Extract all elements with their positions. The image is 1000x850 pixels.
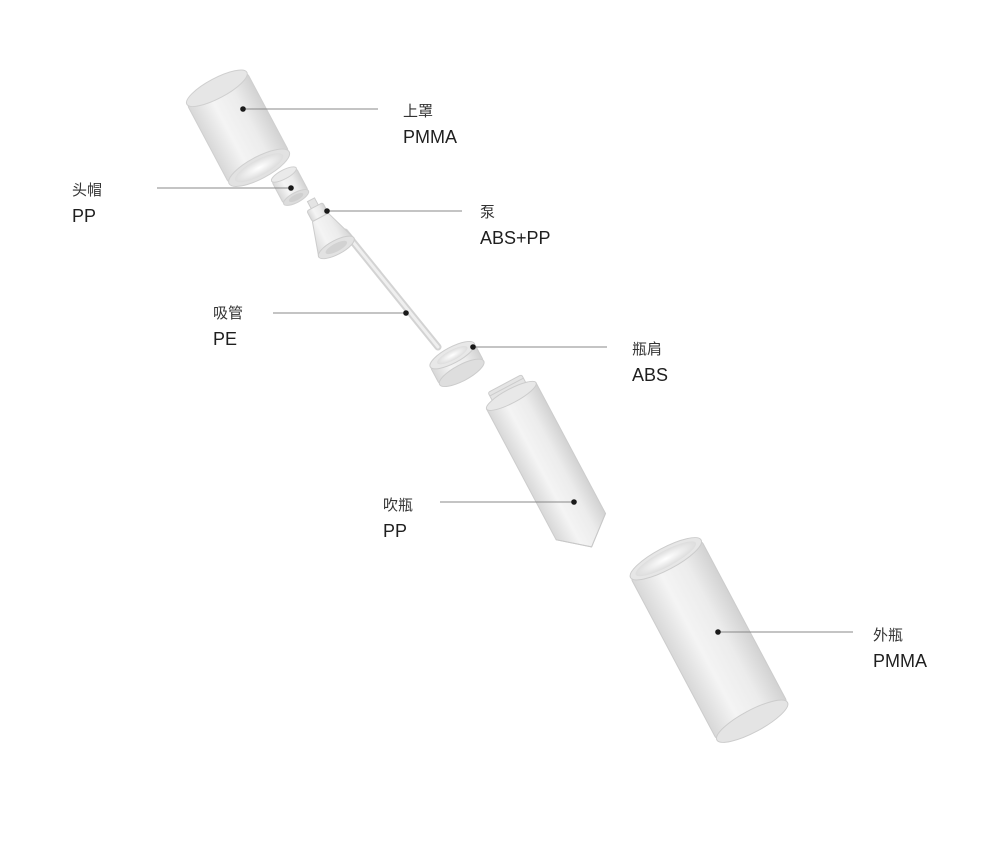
leader-dot-top-cap	[240, 106, 246, 112]
dip-tube-part	[341, 228, 442, 351]
label-pump: 泵 ABS+PP	[480, 203, 551, 248]
component-material: PMMA	[403, 127, 457, 147]
pump-part	[306, 197, 355, 260]
component-name: 头帽	[72, 181, 103, 199]
leader-dot-pump	[324, 208, 330, 214]
component-material: PP	[383, 521, 408, 541]
component-name: 瓶肩	[632, 340, 663, 358]
component-name: 吸管	[213, 304, 244, 322]
component-material: ABS	[632, 365, 669, 385]
label-blow-bottle: 吹瓶 PP	[383, 496, 414, 541]
component-material: PE	[213, 329, 238, 349]
component-name: 泵	[480, 203, 496, 221]
component-name: 上罩	[403, 102, 434, 120]
head-cap-part	[270, 166, 310, 206]
leader-dot-blow-bottle	[571, 499, 577, 505]
leader-dot-dip-tube	[403, 310, 409, 316]
component-material: PP	[72, 206, 97, 226]
label-outer-bottle: 外瓶 PMMA	[873, 626, 927, 671]
leader-dots	[240, 106, 721, 635]
label-bottle-shoulder: 瓶肩 ABS	[632, 340, 669, 385]
top-cap-part	[185, 69, 291, 187]
leader-lines	[157, 108, 853, 633]
component-name: 外瓶	[873, 626, 904, 644]
label-dip-tube: 吸管 PE	[213, 304, 244, 349]
bottle-shoulder-part	[429, 340, 485, 388]
component-material: PMMA	[873, 651, 927, 671]
leader-dot-bottle-shoulder	[470, 344, 476, 350]
blow-bottle-part	[485, 374, 607, 548]
label-head-cap: 头帽 PP	[72, 181, 103, 226]
leader-dot-head-cap	[288, 185, 294, 191]
label-top-cap: 上罩 PMMA	[403, 102, 457, 147]
component-material: ABS+PP	[480, 228, 551, 248]
outer-bottle-part	[629, 537, 789, 743]
leader-dot-outer-bottle	[715, 629, 721, 635]
component-name: 吹瓶	[383, 496, 414, 514]
